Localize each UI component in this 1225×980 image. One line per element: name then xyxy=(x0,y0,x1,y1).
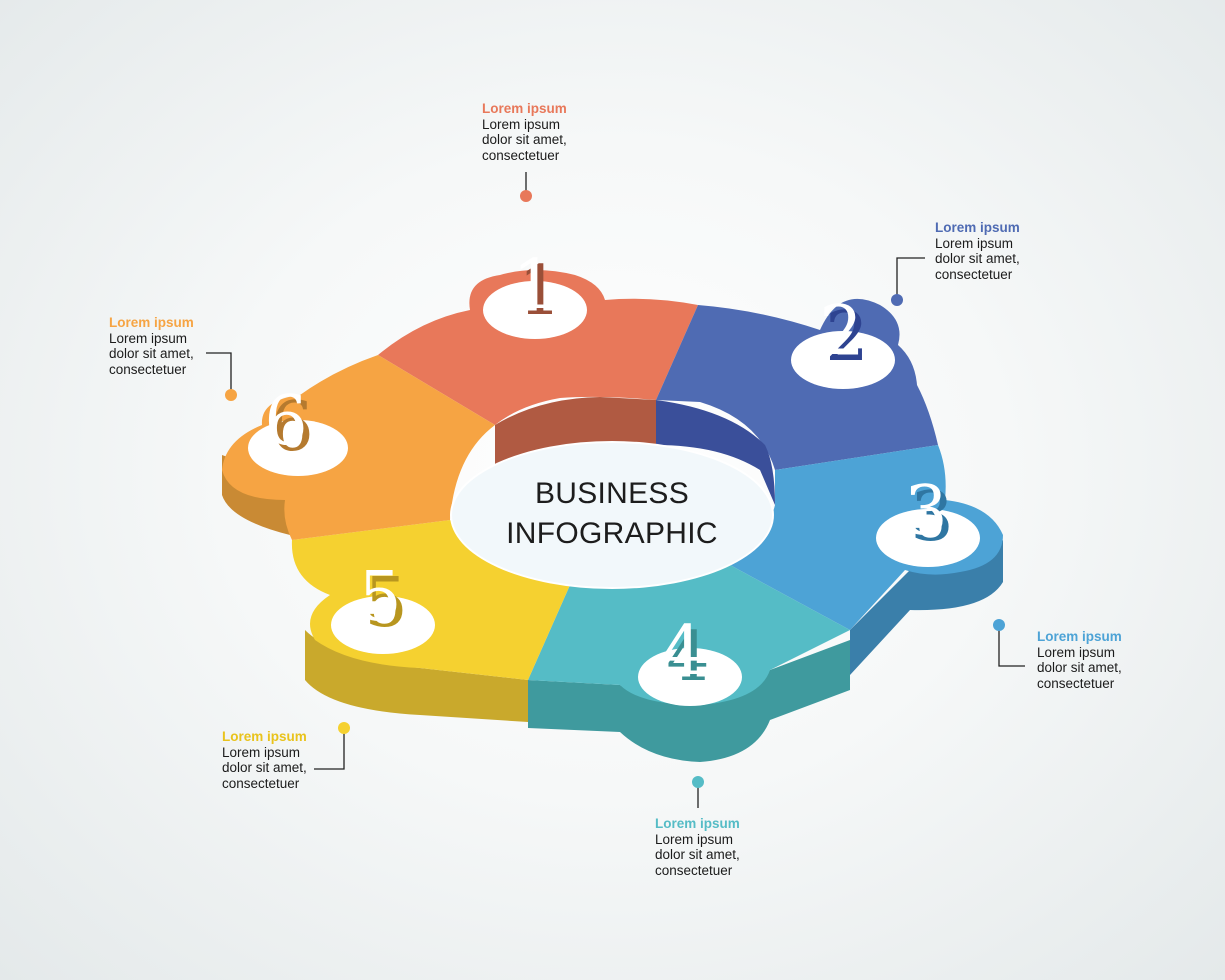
callout-step5: Lorem ipsum Lorem ipsum dolor sit amet, … xyxy=(222,729,307,791)
number-step5-shadow: 5 xyxy=(364,564,407,643)
segment-step2-inner-wall xyxy=(656,400,775,505)
callout-step6: Lorem ipsum Lorem ipsum dolor sit amet, … xyxy=(109,315,194,377)
callout-title: Lorem ipsum xyxy=(655,816,740,831)
callout-step3: Lorem ipsum Lorem ipsum dolor sit amet, … xyxy=(1037,629,1122,691)
dot-step1 xyxy=(520,190,532,202)
callout-body: Lorem ipsum dolor sit amet, consectetuer xyxy=(655,831,740,878)
center-title: BUSINESS INFOGRAPHIC xyxy=(452,474,772,554)
connector-step2 xyxy=(896,257,925,300)
dot-step6 xyxy=(225,389,237,401)
connector-step6 xyxy=(206,352,232,395)
callout-title: Lorem ipsum xyxy=(222,729,307,744)
callout-body: Lorem ipsum dolor sit amet, consectetuer xyxy=(109,330,194,377)
disc-step6 xyxy=(248,420,348,476)
connector-step3 xyxy=(998,625,1025,667)
disc-step3 xyxy=(876,509,980,567)
callout-step1: Lorem ipsum Lorem ipsum dolor sit amet, … xyxy=(482,101,567,163)
dot-step3 xyxy=(993,619,1005,631)
number-step4-shadow: 4 xyxy=(666,618,709,697)
center-hole-tint xyxy=(452,443,772,587)
segment-step4 xyxy=(528,565,850,705)
dot-step4 xyxy=(692,776,704,788)
number-step6-shadow: 6 xyxy=(270,388,313,467)
side-wall-step3 xyxy=(850,540,1003,675)
callout-title: Lorem ipsum xyxy=(935,220,1020,235)
number-step2-shadow: 2 xyxy=(825,298,868,377)
number-step2: 2 xyxy=(819,292,862,371)
connector-dots xyxy=(225,190,1005,788)
segment-step6 xyxy=(222,355,495,540)
number-step1-shadow: 1 xyxy=(518,252,561,331)
center-title-line1: BUSINESS xyxy=(534,477,690,510)
number-step3-shadow: 3 xyxy=(910,478,953,557)
number-step4: 4 xyxy=(660,612,703,691)
number-step5: 5 xyxy=(358,558,401,637)
segment-step3 xyxy=(730,445,1003,630)
step-numbers: 1 1 2 2 3 3 4 4 5 5 6 6 xyxy=(264,246,953,697)
number-discs xyxy=(248,281,980,706)
dot-step2 xyxy=(891,294,903,306)
segment-step1 xyxy=(378,270,698,425)
number-step6: 6 xyxy=(264,382,307,461)
callout-body: Lorem ipsum dolor sit amet, consectetuer xyxy=(935,235,1020,282)
number-step3: 3 xyxy=(904,472,947,551)
callout-body: Lorem ipsum dolor sit amet, consectetuer xyxy=(482,116,567,163)
disc-step4 xyxy=(638,648,742,706)
dot-step5 xyxy=(338,722,350,734)
callout-title: Lorem ipsum xyxy=(109,315,194,330)
center-title-line2: INFOGRAPHIC xyxy=(506,517,718,550)
callout-title: Lorem ipsum xyxy=(482,101,567,116)
side-wall-step5 xyxy=(305,630,528,722)
number-step1: 1 xyxy=(512,246,555,325)
callout-body: Lorem ipsum dolor sit amet, consectetuer xyxy=(1037,644,1122,691)
callout-body: Lorem ipsum dolor sit amet, consectetuer xyxy=(222,744,307,791)
disc-step2 xyxy=(791,331,895,389)
disc-step1 xyxy=(483,281,587,339)
connector-step5 xyxy=(314,728,345,770)
callout-title: Lorem ipsum xyxy=(1037,629,1122,644)
disc-step5 xyxy=(331,596,435,654)
callout-step4: Lorem ipsum Lorem ipsum dolor sit amet, … xyxy=(655,816,740,878)
callout-step2: Lorem ipsum Lorem ipsum dolor sit amet, … xyxy=(935,220,1020,282)
